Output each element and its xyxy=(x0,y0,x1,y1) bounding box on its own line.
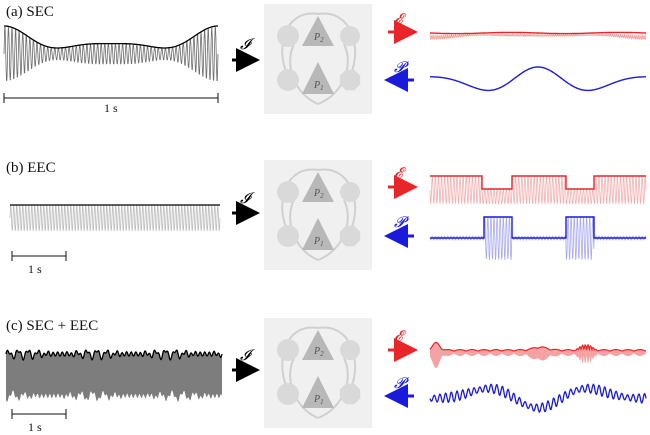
sec-envelope xyxy=(4,25,218,49)
panel-b-scale-bar xyxy=(11,251,67,261)
interneuron-right-top xyxy=(340,26,360,46)
panel-c-input-trace xyxy=(5,349,223,402)
panel-b-label: (b) EEC xyxy=(6,160,56,176)
sec-eec-band xyxy=(6,350,222,402)
panel-c-scale-label: 1 s xyxy=(28,420,42,434)
interneuron-circle-top xyxy=(277,181,299,203)
pyramidal-label-bottom: P1 xyxy=(313,80,324,92)
panel-c-inhibitory-trace xyxy=(429,383,647,413)
panel-a-inhibitory-symbol: 𝓟 xyxy=(394,58,409,76)
pyramidal-triangle-bottom xyxy=(302,62,334,94)
interneuron-circle-bottom xyxy=(277,69,299,91)
panel-b-excitatory-symbol: 𝓔 xyxy=(394,164,407,182)
pyramidal-triangle-bottom xyxy=(302,376,334,408)
panel-a-input-trace xyxy=(3,25,219,81)
panel-a-inhibitory-trace xyxy=(430,66,646,92)
pyramidal-triangle-top xyxy=(302,16,334,46)
panel-b-excitatory-trace xyxy=(429,175,647,206)
pyramidal-label-top: P2 xyxy=(313,32,324,44)
pyramidal-triangle-top xyxy=(302,172,334,202)
interneuron-circle-bottom xyxy=(277,225,299,247)
panel-b-scale-label: 1 s xyxy=(28,262,42,276)
panel-c-inhibitory-symbol: 𝓟 xyxy=(394,374,409,392)
eec-carrier xyxy=(9,205,221,231)
sec-carrier xyxy=(3,27,219,81)
interneuron-octagon xyxy=(339,225,361,247)
pyramidal-triangle-top xyxy=(302,330,334,360)
panel-a-scale-label: 1 s xyxy=(104,101,118,115)
panel-b-input-symbol: 𝓘 xyxy=(240,189,255,207)
panel-a-excitatory-trace xyxy=(429,31,647,41)
panel-a-scale-bar xyxy=(3,93,219,103)
panel-c-input-symbol: 𝓘 xyxy=(240,346,255,364)
interneuron-circle-bottom xyxy=(277,383,299,405)
pyramidal-label-top: P2 xyxy=(313,346,324,358)
interneuron-right-top xyxy=(340,182,360,202)
interneuron-circle-top xyxy=(277,339,299,361)
sec-eec-envelope xyxy=(5,349,223,361)
panel-c-excitatory-trace xyxy=(429,341,647,368)
pyramidal-triangle-bottom xyxy=(302,218,334,250)
interneuron-octagon xyxy=(339,383,361,405)
panel-b-inhibitory-symbol: 𝓟 xyxy=(394,213,409,231)
pyramidal-label-top: P2 xyxy=(313,188,324,200)
panel-a-input-symbol: 𝓘 xyxy=(240,35,255,53)
panel-b-inhibitory-trace xyxy=(429,215,647,261)
pyramidal-label-bottom: P1 xyxy=(313,236,324,248)
panel-c-label: (c) SEC + EEC xyxy=(6,318,99,334)
interneuron-right-top xyxy=(340,340,360,360)
panel-c-excitatory-symbol: 𝓔 xyxy=(394,327,407,345)
panel-c-scale-bar xyxy=(11,409,67,419)
pyramidal-label-bottom: P1 xyxy=(313,394,324,406)
interneuron-circle-top xyxy=(277,25,299,47)
panel-a-label: (a) SEC xyxy=(6,4,54,20)
panel-a-excitatory-symbol: 𝓔 xyxy=(394,10,407,28)
interneuron-octagon xyxy=(339,69,361,91)
panel-b-input-trace xyxy=(9,204,221,231)
